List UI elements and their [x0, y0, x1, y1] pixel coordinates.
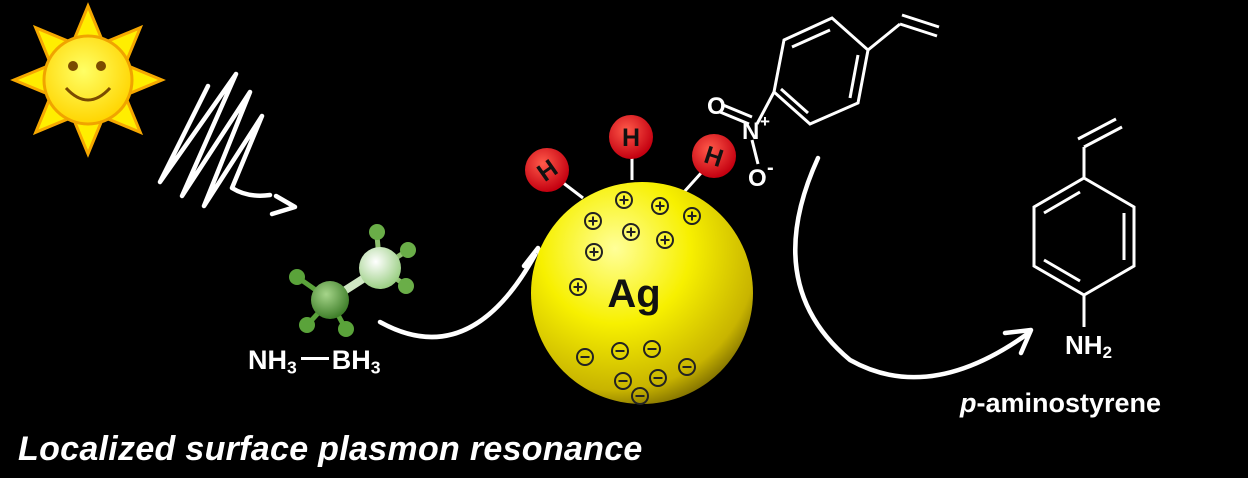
- svg-text:+: +: [760, 112, 770, 131]
- hydrogen-atom: H: [525, 148, 569, 192]
- surface-charges: [569, 191, 701, 405]
- negative-charge: [614, 372, 632, 390]
- curved-arrow-to-product: [793, 155, 1034, 380]
- positive-charge: [615, 191, 633, 209]
- negative-charge: [576, 348, 594, 366]
- negative-charge: [678, 358, 696, 376]
- amine-group-label: NH2: [1065, 330, 1112, 363]
- svg-text:O: O: [707, 93, 726, 120]
- product-name-label: p-aminostyrene: [960, 388, 1162, 418]
- hydrogen-atom: H: [609, 115, 653, 159]
- svg-text:H: H: [622, 124, 640, 152]
- positive-charge: [622, 223, 640, 241]
- ammonia-borane-molecule: [289, 224, 416, 337]
- svg-text:O: O: [748, 165, 767, 192]
- negative-charge: [631, 387, 649, 405]
- positive-charge: [585, 243, 603, 261]
- negative-charge: [643, 340, 661, 358]
- hydrogen-atom: H: [692, 134, 736, 178]
- ag-label: Ag: [607, 272, 660, 316]
- svg-text:-: -: [767, 157, 774, 179]
- positive-charge: [569, 278, 587, 296]
- positive-charge: [584, 212, 602, 230]
- caption-title: Localized surface plasmon resonance: [18, 430, 643, 468]
- hydrogen-atoms: H H H: [525, 115, 736, 200]
- svg-text:N: N: [742, 118, 759, 145]
- positive-charge: [656, 231, 674, 249]
- nitro-group-labels: O N + O -: [707, 93, 774, 192]
- negative-charge: [649, 369, 667, 387]
- negative-charge: [611, 342, 629, 360]
- positive-charge: [651, 197, 669, 215]
- aminostyrene-structure: [1032, 117, 1136, 327]
- ag-nanoparticle: Ag: [531, 182, 753, 405]
- nitrostyrene-structure: [719, 13, 940, 165]
- sun-icon: [10, 2, 166, 158]
- positive-charge: [683, 207, 701, 225]
- bond-dash: [300, 357, 329, 361]
- light-wave-icon: [157, 71, 298, 217]
